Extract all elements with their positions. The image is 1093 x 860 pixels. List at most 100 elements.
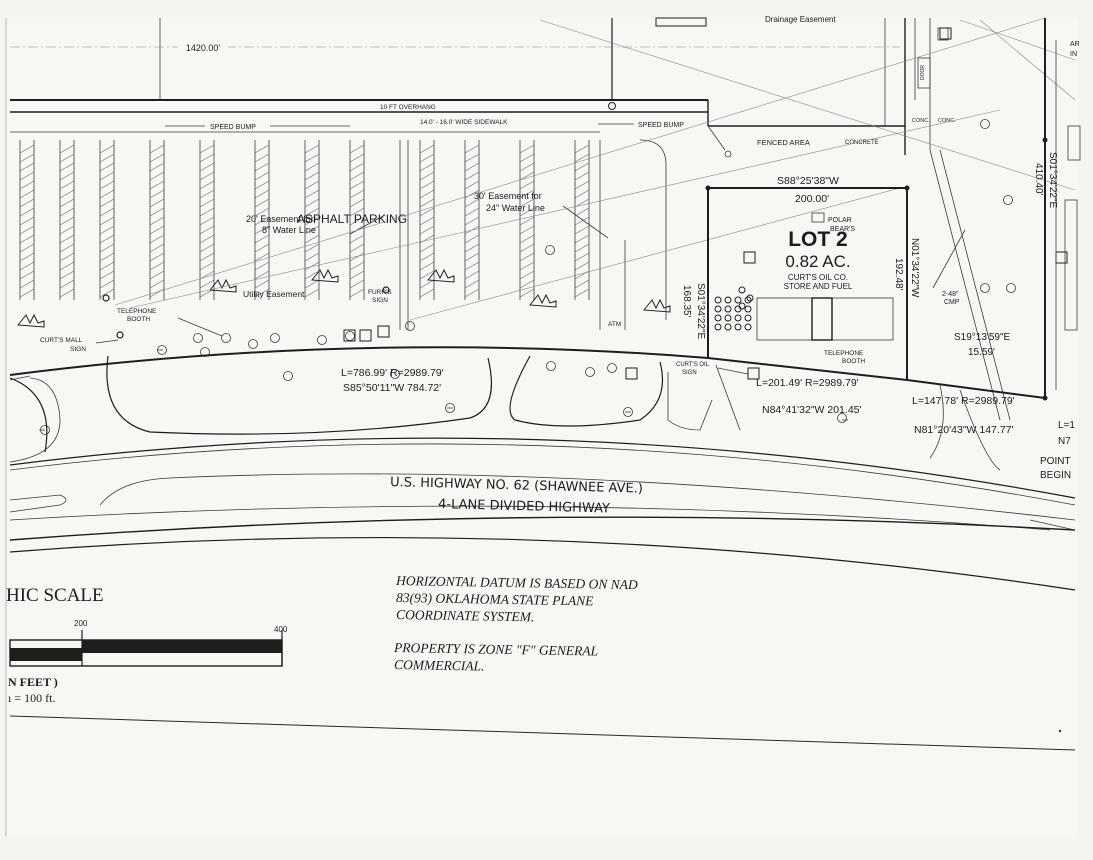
stall-hatch	[254, 207, 270, 217]
stall-hatch	[464, 171, 480, 181]
tree-symbol	[193, 333, 203, 343]
curve-2-label-a: L=201.49' R=2989.79'	[756, 377, 859, 389]
stall-hatch	[99, 162, 115, 172]
stall-hatch	[99, 153, 115, 163]
stall-hatch	[149, 261, 165, 271]
stall-hatch	[419, 153, 435, 163]
parking-stall-line	[464, 140, 480, 300]
stall-hatch	[99, 144, 115, 154]
stall-hatch	[149, 252, 165, 262]
stall-hatch	[349, 234, 365, 244]
curve-1-label-b: S85°50'11"W 784.72'	[343, 382, 441, 394]
stall-hatch	[254, 216, 270, 226]
cut-begin: BEGIN	[1040, 470, 1071, 481]
stall-hatch	[519, 216, 535, 226]
plat-notes: HORIZONTAL DATUM IS BASED ON NAD 83(93) …	[393, 573, 638, 674]
wheel-stop	[17, 313, 45, 328]
stall-hatch	[464, 234, 480, 244]
tree-symbol	[445, 403, 455, 413]
stall-hatch	[149, 162, 165, 172]
lot-2-boundary	[705, 185, 910, 380]
stall-hatch	[349, 279, 365, 289]
wheel-stop	[311, 268, 339, 283]
stall-hatch	[199, 216, 215, 226]
stall-hatch	[19, 162, 35, 172]
utility-box-symbol	[747, 367, 760, 380]
stall-hatch	[419, 243, 435, 253]
fuel-pump-symbol	[714, 323, 722, 331]
stall-hatch	[59, 144, 75, 154]
zone-note-1: PROPERTY IS ZONE "F" GENERAL	[393, 640, 598, 659]
stall-hatch	[59, 153, 75, 163]
stall-hatch	[199, 162, 215, 172]
stall-hatch	[59, 180, 75, 190]
stall-hatch	[574, 207, 590, 217]
stall-hatch	[464, 207, 480, 217]
curve-2-label-b: N84°41'32"W 201.45'	[762, 404, 862, 416]
stall-hatch	[349, 243, 365, 253]
stall-hatch	[464, 153, 480, 163]
stall-hatch	[304, 279, 320, 289]
stall-hatch	[199, 225, 215, 235]
stall-hatch	[199, 261, 215, 271]
stall-hatch	[419, 252, 435, 262]
top-dimension: 1420.00'	[186, 43, 221, 53]
stall-hatch	[519, 180, 535, 190]
stall-hatch	[349, 252, 365, 262]
scale-units: N FEET )	[8, 675, 58, 689]
speed-bump-left-label: SPEED BUMP	[210, 124, 256, 131]
far-east-bearing: S01°34'22"E	[1047, 152, 1058, 208]
stall-hatch	[59, 207, 75, 217]
atm-label: ATM	[608, 321, 621, 328]
stall-hatch	[19, 216, 35, 226]
scale-bar-black-right	[82, 640, 282, 653]
fuel-pump-symbol	[744, 305, 752, 313]
parking-stall-line	[519, 140, 535, 300]
stall-hatch	[254, 144, 270, 154]
stall-hatch	[254, 261, 270, 271]
stall-hatch	[59, 270, 75, 280]
curts-oil-sign-b: SIGN	[682, 370, 697, 376]
stall-hatch	[419, 144, 435, 154]
highway-type: 4-LANE DIVIDED HIGHWAY	[438, 497, 610, 516]
highway-name: U.S. HIGHWAY NO. 62 (SHAWNEE AVE.)	[390, 475, 643, 497]
furrs-sign-label-b: SIGN	[372, 297, 388, 304]
stall-hatch	[349, 288, 365, 298]
drainage-easement-label: Drainage Easement	[765, 15, 836, 24]
stall-hatch	[419, 225, 435, 235]
concrete-label: CONCRETE	[845, 140, 879, 146]
tree-symbol	[317, 335, 327, 345]
stall-hatch	[419, 216, 435, 226]
stall-hatch	[199, 144, 215, 154]
fuel-pump-symbol	[714, 305, 722, 313]
polar-bears-b: BEAR'S	[830, 226, 855, 233]
curts-mall-sign-a: CURT'S MALL	[40, 337, 83, 344]
utility-box-symbol	[625, 367, 638, 380]
parking-stall-line	[574, 140, 590, 300]
furrs-sign-label-a: FURR'S	[368, 289, 392, 296]
tree-symbol	[1003, 195, 1013, 205]
stall-hatch	[304, 207, 320, 217]
stall-hatch	[149, 279, 165, 289]
stall-hatch	[19, 153, 35, 163]
light-pole-symbol	[116, 331, 124, 339]
datum-note-1: HORIZONTAL DATUM IS BASED ON NAD	[395, 573, 638, 592]
stall-hatch	[519, 171, 535, 181]
light-pole-symbol	[382, 286, 390, 294]
stall-hatch	[99, 261, 115, 271]
scale-title: HIC SCALE	[6, 585, 104, 606]
stall-hatch	[199, 198, 215, 208]
stall-hatch	[19, 252, 35, 262]
stall-hatch	[99, 234, 115, 244]
stall-hatch	[99, 198, 115, 208]
stall-hatch	[149, 198, 165, 208]
west-bearing: S01°34'22"E	[695, 283, 706, 339]
cut-point: POINT	[1040, 456, 1071, 467]
stall-hatch	[464, 180, 480, 190]
tree-symbol	[248, 339, 258, 349]
stall-hatch	[464, 261, 480, 271]
stall-hatch	[464, 243, 480, 253]
far-east-distance: 410.40'	[1033, 163, 1044, 196]
zone-note-2: COMMERCIAL.	[394, 657, 485, 674]
fuel-pump-symbol	[746, 294, 754, 302]
